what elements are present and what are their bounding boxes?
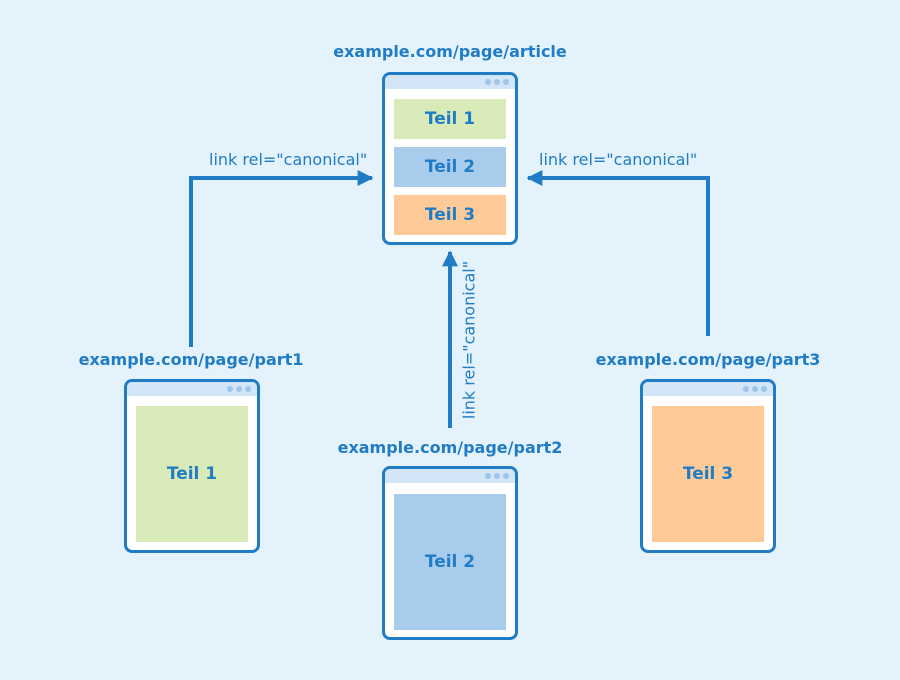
part1-url: example.com/page/part1 — [78, 350, 304, 369]
link-label-middle: link rel="canonical" — [459, 260, 479, 420]
article-url: example.com/page/article — [333, 42, 567, 61]
part2-titlebar — [385, 469, 515, 483]
part1-teil-1: Teil 1 — [136, 406, 248, 542]
article-teil-2: Teil 2 — [394, 147, 506, 187]
article-page: Teil 1 Teil 2 Teil 3 — [382, 72, 518, 245]
window-dots-icon — [485, 473, 509, 479]
window-dots-icon — [485, 79, 509, 85]
article-titlebar — [385, 75, 515, 89]
part3-url: example.com/page/part3 — [595, 350, 821, 369]
article-teil-3: Teil 3 — [394, 195, 506, 235]
link-label-right: link rel="canonical" — [539, 150, 698, 169]
window-dots-icon — [743, 386, 767, 392]
article-teil-1: Teil 1 — [394, 99, 506, 139]
arrow-part1-to-article — [189, 170, 374, 347]
part2-url: example.com/page/part2 — [337, 438, 563, 457]
part1-titlebar — [127, 382, 257, 396]
link-label-left: link rel="canonical" — [209, 150, 368, 169]
part2-teil-2: Teil 2 — [394, 494, 506, 630]
part2-page: Teil 2 — [382, 466, 518, 640]
arrow-part3-to-article — [526, 170, 710, 336]
part3-page: Teil 3 — [640, 379, 776, 553]
part1-page: Teil 1 — [124, 379, 260, 553]
window-dots-icon — [227, 386, 251, 392]
part3-teil-3: Teil 3 — [652, 406, 764, 542]
part3-titlebar — [643, 382, 773, 396]
